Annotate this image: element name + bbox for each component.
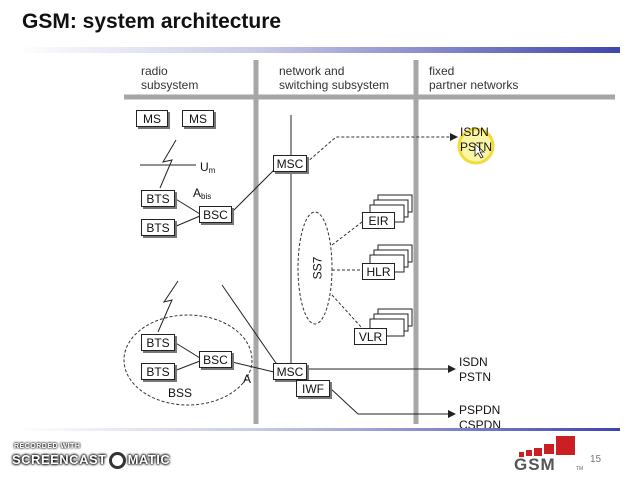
ms-node-1: MS <box>136 110 168 127</box>
bss-boundary <box>123 314 253 406</box>
header-radio-line1: radio <box>141 64 168 78</box>
link-msc1-isdn-top <box>305 136 452 164</box>
header-radio-line2: subsystem <box>141 78 199 92</box>
vlr-node: VLR <box>354 328 387 345</box>
link-iwf-pspdn <box>329 387 450 415</box>
radio-link-upper <box>159 139 177 189</box>
bsc-node-2: BSC <box>199 351 232 368</box>
watermark-brand-left: SCREENCAST <box>12 452 107 467</box>
arrowhead-isdn-mid <box>448 365 456 373</box>
screencast-record-icon <box>108 452 126 470</box>
bsc-node-1: BSC <box>199 206 232 223</box>
title-divider <box>16 47 620 53</box>
watermark-brand-right: MATIC <box>127 452 171 467</box>
mouse-pointer-icon <box>474 143 486 159</box>
bts-node-3: BTS <box>141 334 175 351</box>
bss-label: BSS <box>168 386 193 400</box>
header-fixed-line2: partner networks <box>429 78 519 92</box>
bts-node-1: BTS <box>141 190 175 207</box>
radio-link-lower <box>157 280 179 333</box>
link-ss7-vlr <box>331 294 363 329</box>
link-bsc2-msc2 <box>231 361 275 373</box>
eir-node: EIR <box>362 212 395 229</box>
link-bts1-bsc1 <box>173 197 201 215</box>
abis-main: A <box>193 186 202 200</box>
msc-node-2: MSC <box>273 363 307 380</box>
pstn-top-label: PSTN <box>460 140 493 154</box>
header-fixed-line1: fixed <box>429 64 455 78</box>
um-subscript: m <box>208 166 216 175</box>
header-network-line1: network and <box>279 64 345 78</box>
hlr-node: HLR <box>362 263 395 280</box>
arrowhead-isdn-top <box>450 133 458 141</box>
link-upper-to-msc2 <box>221 284 279 367</box>
bts-node-2: BTS <box>141 219 175 236</box>
arrowhead-pspdn <box>448 410 456 418</box>
slide-title: GSM: system architecture <box>22 10 282 33</box>
page-number: 15 <box>590 454 602 465</box>
watermark-brand: SCREENCAST MATIC <box>12 452 171 470</box>
watermark-recorded-with: RECORDED WITH <box>14 443 81 450</box>
um-main: U <box>200 160 209 174</box>
link-bts4-bsc2 <box>173 360 201 372</box>
footer-divider <box>16 428 620 431</box>
iwf-node: IWF <box>296 380 330 397</box>
a-interface-label: A <box>243 372 252 386</box>
abis-interface-label: Abis <box>193 186 211 202</box>
link-bsc1-msc1 <box>231 169 275 213</box>
ms-node-2: MS <box>182 110 214 127</box>
bts-node-4: BTS <box>141 363 175 380</box>
ss7-network <box>297 211 333 325</box>
isdn-mid-label: ISDN <box>459 355 488 369</box>
link-ss7-eir <box>331 221 363 246</box>
gsm-logo-tm: TM <box>576 466 584 472</box>
ss7-label: SS7 <box>310 256 325 280</box>
pspdn-label: PSPDN <box>459 403 501 417</box>
header-network-line2: switching subsystem <box>279 78 390 92</box>
pstn-mid-label: PSTN <box>459 370 492 384</box>
gsm-logo-icon <box>519 436 575 457</box>
isdn-top-label: ISDN <box>460 125 489 139</box>
link-bts3-bsc2 <box>173 341 201 359</box>
vlr-stack <box>369 308 413 337</box>
abis-subscript: bis <box>201 192 212 201</box>
msc-node-1: MSC <box>273 155 307 172</box>
link-bts2-bsc1 <box>173 215 201 228</box>
um-interface-label: Um <box>200 160 215 176</box>
gsm-logo-text: GSM <box>514 455 556 474</box>
